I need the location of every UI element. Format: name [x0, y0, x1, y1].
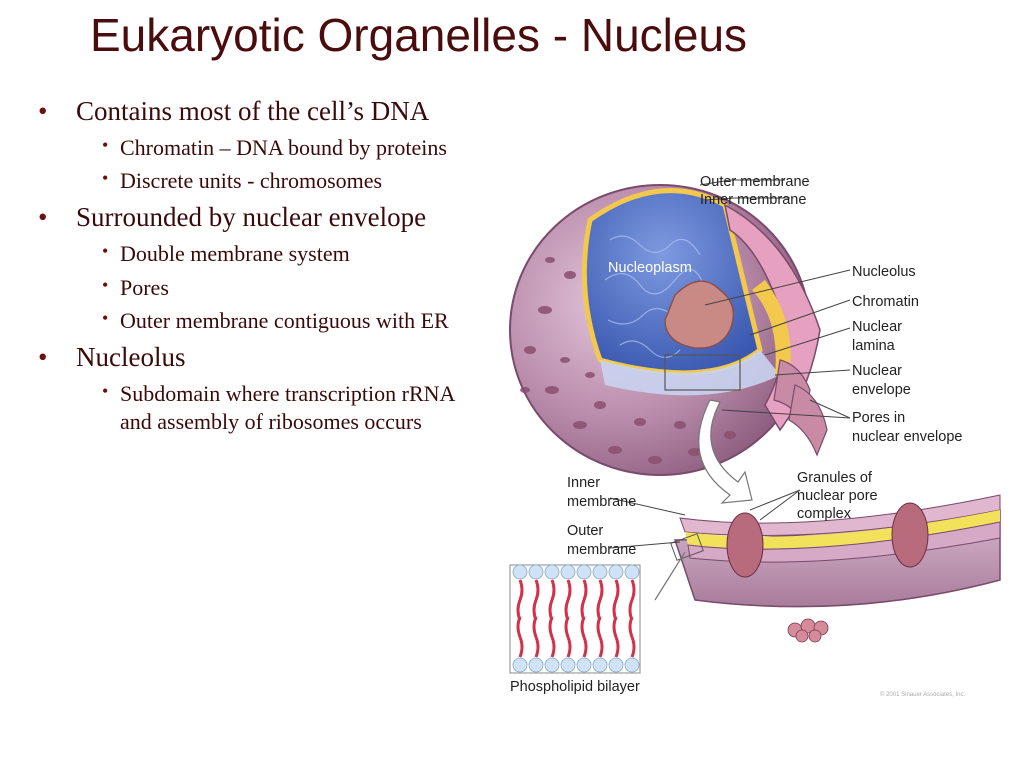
- envelope-cross-section: [654, 494, 1001, 643]
- chromatin-label: Chromatin: [852, 294, 919, 310]
- nucleus-figure: Outer membrane Inner membrane Nucleoplas…: [509, 174, 1001, 698]
- nuclear-lamina-label-line1: Nuclear: [852, 319, 902, 335]
- bullet-marker: •: [38, 341, 48, 372]
- bullet-dna: • Contains most of the cell’s DNA • Chrom…: [38, 96, 488, 196]
- bullet-text: Nucleolus: [76, 341, 186, 372]
- inner-membrane-callout-line1: Inner: [567, 475, 600, 491]
- bullet-text: Surrounded by nuclear envelope: [76, 202, 427, 233]
- sub-bullet: • Discrete units - chromosomes: [86, 167, 488, 196]
- sub-bullet-list: • Double membrane system • Pores • Outer me…: [76, 240, 488, 336]
- sub-bullet-text: Double membrane system: [120, 240, 350, 266]
- bullet-list: • Contains most of the cell’s DNA • Chrom…: [38, 90, 488, 442]
- sub-bullet-marker: •: [102, 308, 109, 329]
- sub-bullet-text: Outer membrane contiguous with ER: [120, 308, 449, 334]
- figure-credit: © 2001 Sinauer Associates, Inc.: [880, 691, 965, 698]
- phospholipid-bilayer-label: Phospholipid bilayer: [510, 679, 640, 695]
- nuclear-envelope-label-line1: Nuclear: [852, 363, 902, 379]
- bullet-marker: •: [38, 202, 48, 233]
- sub-bullet-list: • Subdomain where transcription rRNA and …: [76, 380, 488, 437]
- sub-bullet-text: Discrete units - chromosomes: [120, 168, 383, 194]
- pores-label-line1: Pores in: [852, 410, 905, 426]
- nuclear-lamina-label-line2: lamina: [852, 338, 896, 354]
- bullet-envelope: • Surrounded by nuclear envelope • Double…: [38, 202, 488, 336]
- leader-lines: [609, 179, 851, 549]
- sub-bullet-marker: •: [102, 168, 109, 189]
- slide-title: Eukaryotic Organelles - Nucleus: [90, 9, 748, 61]
- granules-label-line1: Granules of: [797, 470, 873, 486]
- outer-membrane-callout-line2: membrane: [567, 542, 636, 558]
- sub-bullet: • Outer membrane contiguous with ER: [86, 307, 488, 336]
- pores-label-line2: nuclear envelope: [852, 429, 962, 445]
- bullet-marker: •: [38, 96, 48, 126]
- callout-arrow: [698, 399, 753, 504]
- sub-bullet-text: Pores: [120, 274, 169, 300]
- sub-bullet-text: Chromatin – DNA bound by proteins: [120, 134, 447, 160]
- sub-bullet: • Pores: [86, 274, 488, 303]
- outer-membrane-callout-line1: Outer: [567, 523, 603, 539]
- bullet-nucleolus: • Nucleolus • Subdomain where transcripti…: [38, 342, 488, 437]
- inner-membrane-callout-line2: membrane: [567, 494, 636, 510]
- nucleolus-label: Nucleolus: [852, 264, 916, 280]
- sub-bullet-marker: •: [102, 274, 109, 295]
- outer-membrane-label: Outer membrane: [700, 174, 810, 190]
- nucleus-illustration: [509, 184, 828, 476]
- granules-label-line2: nuclear pore: [797, 488, 878, 504]
- sub-bullet-text: Subdomain where transcription rRNA and a…: [120, 380, 455, 435]
- sub-bullet-marker: •: [102, 380, 109, 401]
- sub-bullet-list: • Chromatin – DNA bound by proteins • Disc…: [76, 134, 488, 196]
- sub-bullet: • Subdomain where transcription rRNA and …: [86, 380, 488, 437]
- sub-bullet: • Chromatin – DNA bound by proteins: [86, 134, 488, 163]
- bullet-text: Contains most of the cell’s DNA: [76, 96, 430, 126]
- inner-membrane-label: Inner membrane: [700, 192, 806, 208]
- sub-bullet-marker: •: [102, 134, 109, 155]
- sub-bullet-marker: •: [102, 240, 109, 261]
- nuclear-envelope-label-line2: envelope: [852, 382, 911, 398]
- sub-bullet: • Double membrane system: [86, 240, 488, 269]
- phospholipid-bilayer-inset: [509, 564, 641, 674]
- granules-label-line3: complex: [797, 506, 852, 522]
- nucleoplasm-label: Nucleoplasm: [608, 260, 692, 276]
